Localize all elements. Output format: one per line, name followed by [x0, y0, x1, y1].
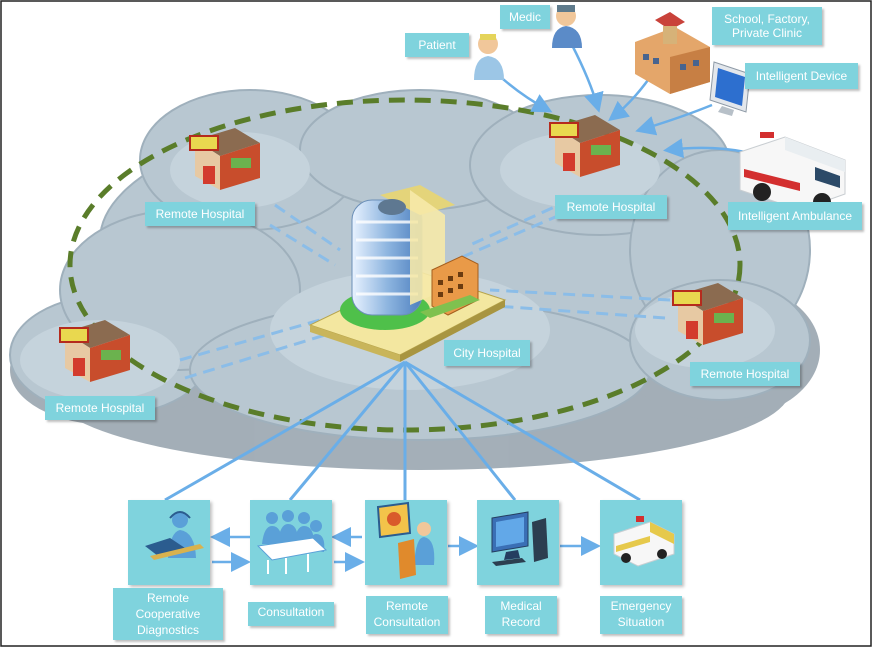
- remote-hospital-label-tl: Remote Hospital: [145, 202, 255, 226]
- remote-hospital-icon-l: [59, 320, 130, 382]
- service-links: [164, 360, 641, 502]
- patient-person-icon: [474, 34, 504, 80]
- remote-hospital-label-l: Remote Hospital: [45, 396, 155, 420]
- consultation-label: Consultation: [248, 602, 334, 626]
- remote-consultation-tile: [365, 500, 447, 585]
- service-flow-arrows: [210, 527, 601, 572]
- remote-hospital-icon-tr: [549, 115, 620, 177]
- intelligent-device-monitor-icon: [709, 61, 751, 116]
- school-factory-clinic-label: School, Factory,Private Clinic: [712, 7, 822, 45]
- medical-record-tile: [477, 500, 559, 585]
- remote-hospital-label-tr: Remote Hospital: [555, 195, 667, 219]
- cooperative-diagnostics-tile: [128, 500, 210, 585]
- patient-label: Patient: [405, 33, 469, 57]
- emergency-situation-tile: [600, 500, 682, 585]
- city-hospital-icon: [308, 185, 507, 362]
- remote-hospital-icon-tl: [189, 128, 260, 190]
- intelligent-device-label: Intelligent Device: [745, 63, 858, 89]
- remote-hospital-icon-r: [672, 283, 743, 345]
- remote-hospital-label-r: Remote Hospital: [690, 362, 800, 386]
- consultation-tile: [250, 500, 332, 585]
- remote-links: [179, 198, 671, 380]
- medic-label: Medic: [500, 5, 550, 29]
- intelligent-ambulance-label: Intelligent Ambulance: [728, 202, 862, 230]
- city-hospital-label: City Hospital: [444, 340, 530, 366]
- medic-person-icon: [552, 5, 582, 48]
- school-building-icon: [635, 12, 710, 94]
